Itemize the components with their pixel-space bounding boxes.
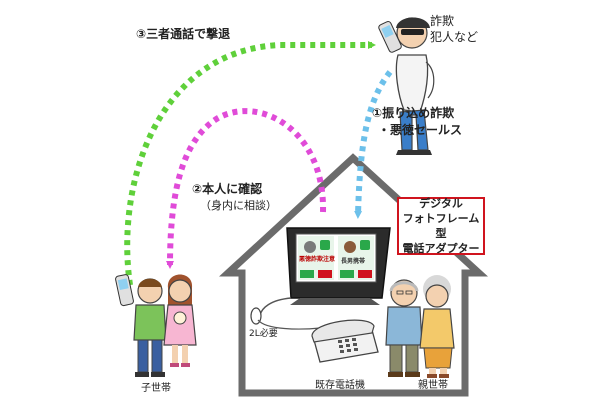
device-label-line2: フォトフレーム型 xyxy=(402,212,480,240)
step1-label-line1: ①振り込め詐欺 xyxy=(372,106,455,120)
screen-label-left: 悪徳詐欺注意 xyxy=(299,256,336,263)
line-note-label: 2L必要 xyxy=(249,329,278,339)
fraudster-phone xyxy=(378,21,402,53)
parent-household-woman xyxy=(419,275,455,378)
photo-frame-device xyxy=(259,227,391,316)
fraudster-label-line1: 詐欺 xyxy=(430,14,455,28)
child-phone xyxy=(115,274,134,307)
arrow-step2 xyxy=(166,108,327,269)
device-name-box: デジタル フォトフレーム型 電話アダプター xyxy=(397,197,485,255)
step3-label: ③三者通話で撃退 xyxy=(136,27,231,41)
fraudster-figure xyxy=(395,17,435,155)
existing-phone-label: 既存電話機 xyxy=(315,380,365,391)
child-household-woman xyxy=(163,274,197,367)
device-label-line1: デジタル xyxy=(419,197,463,210)
child-household-man xyxy=(133,278,167,377)
fraudster-label-line2: 犯人など xyxy=(430,30,479,44)
screen-label-right: 長男携帯 xyxy=(341,258,366,265)
device-label-line3: 電話アダプター xyxy=(402,242,480,255)
existing-telephone xyxy=(311,319,379,363)
phone-line-cable xyxy=(250,307,321,330)
step2-label-line2: （身内に相談） xyxy=(200,199,277,212)
step1-label-line2: ・悪徳セールス xyxy=(378,123,463,137)
arrow-step1 xyxy=(354,70,393,219)
parent-household-man xyxy=(385,279,423,377)
child-household-label: 子世帯 xyxy=(141,383,171,394)
parent-household-label: 親世帯 xyxy=(418,380,448,391)
step2-label-line1: ②本人に確認 xyxy=(192,182,263,196)
